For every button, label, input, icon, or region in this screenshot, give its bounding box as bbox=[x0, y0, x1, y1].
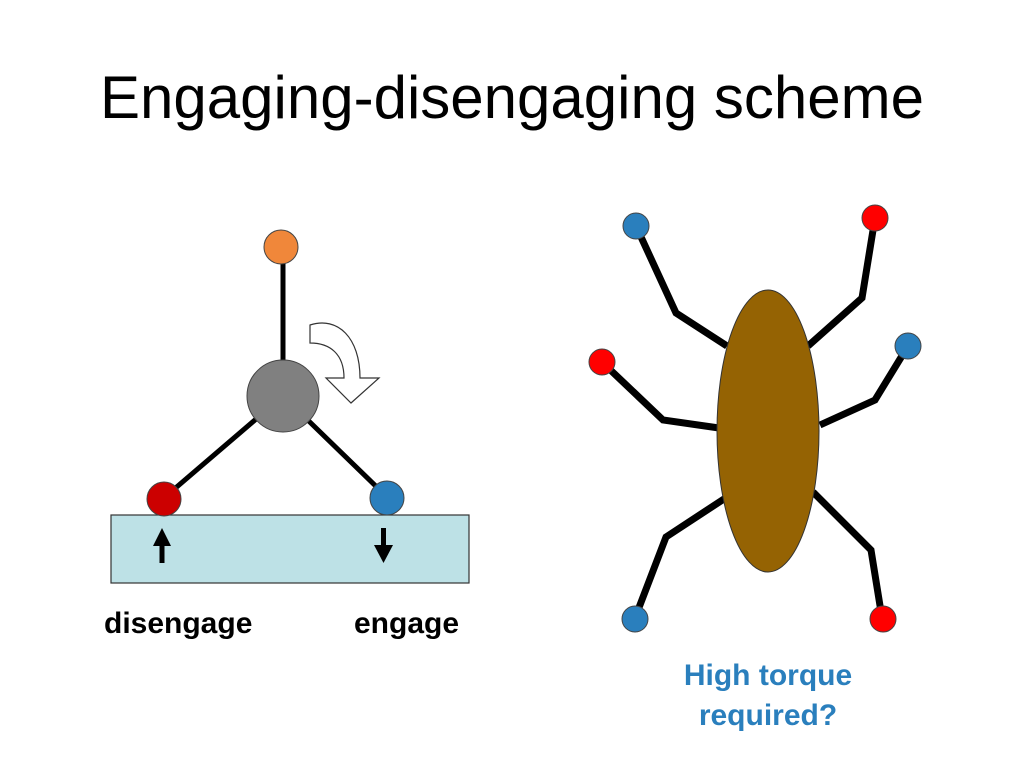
torque-question: High torque required? bbox=[638, 656, 898, 736]
leg-upper-right bbox=[805, 217, 879, 349]
rotation-arrow-icon bbox=[309, 322, 381, 404]
foot-ball-lower-left bbox=[621, 605, 649, 633]
leg-lower-right bbox=[810, 489, 886, 619]
slide-title: Engaging-disengaging scheme bbox=[100, 64, 924, 131]
engage-label: engage bbox=[354, 607, 460, 640]
leg-mid-right bbox=[818, 344, 911, 429]
up-arrow-icon bbox=[153, 528, 171, 563]
leg-mid-left bbox=[599, 359, 720, 432]
mechanism-diagram bbox=[110, 229, 470, 584]
surface-block bbox=[110, 514, 470, 584]
foot-ball-mid-right bbox=[894, 332, 922, 360]
leg-upper-left bbox=[632, 224, 729, 349]
foot-ball-lower-right bbox=[869, 605, 897, 633]
disengage-label: disengage bbox=[104, 607, 253, 640]
torque-question-line1: High torque bbox=[683, 659, 853, 692]
leg-lower-left bbox=[631, 492, 732, 620]
down-arrow-icon bbox=[374, 528, 393, 563]
torque-question-line2: required? bbox=[698, 699, 838, 732]
disengage-foot-ball bbox=[146, 481, 182, 517]
walker-body bbox=[716, 289, 820, 573]
top-end-ball bbox=[263, 229, 299, 265]
foot-ball-upper-right bbox=[861, 204, 889, 232]
foot-ball-upper-left bbox=[622, 212, 650, 240]
foot-ball-mid-left bbox=[588, 348, 616, 376]
hub-ball bbox=[246, 359, 320, 433]
engage-foot-ball bbox=[369, 480, 405, 516]
walker-diagram bbox=[588, 204, 922, 633]
